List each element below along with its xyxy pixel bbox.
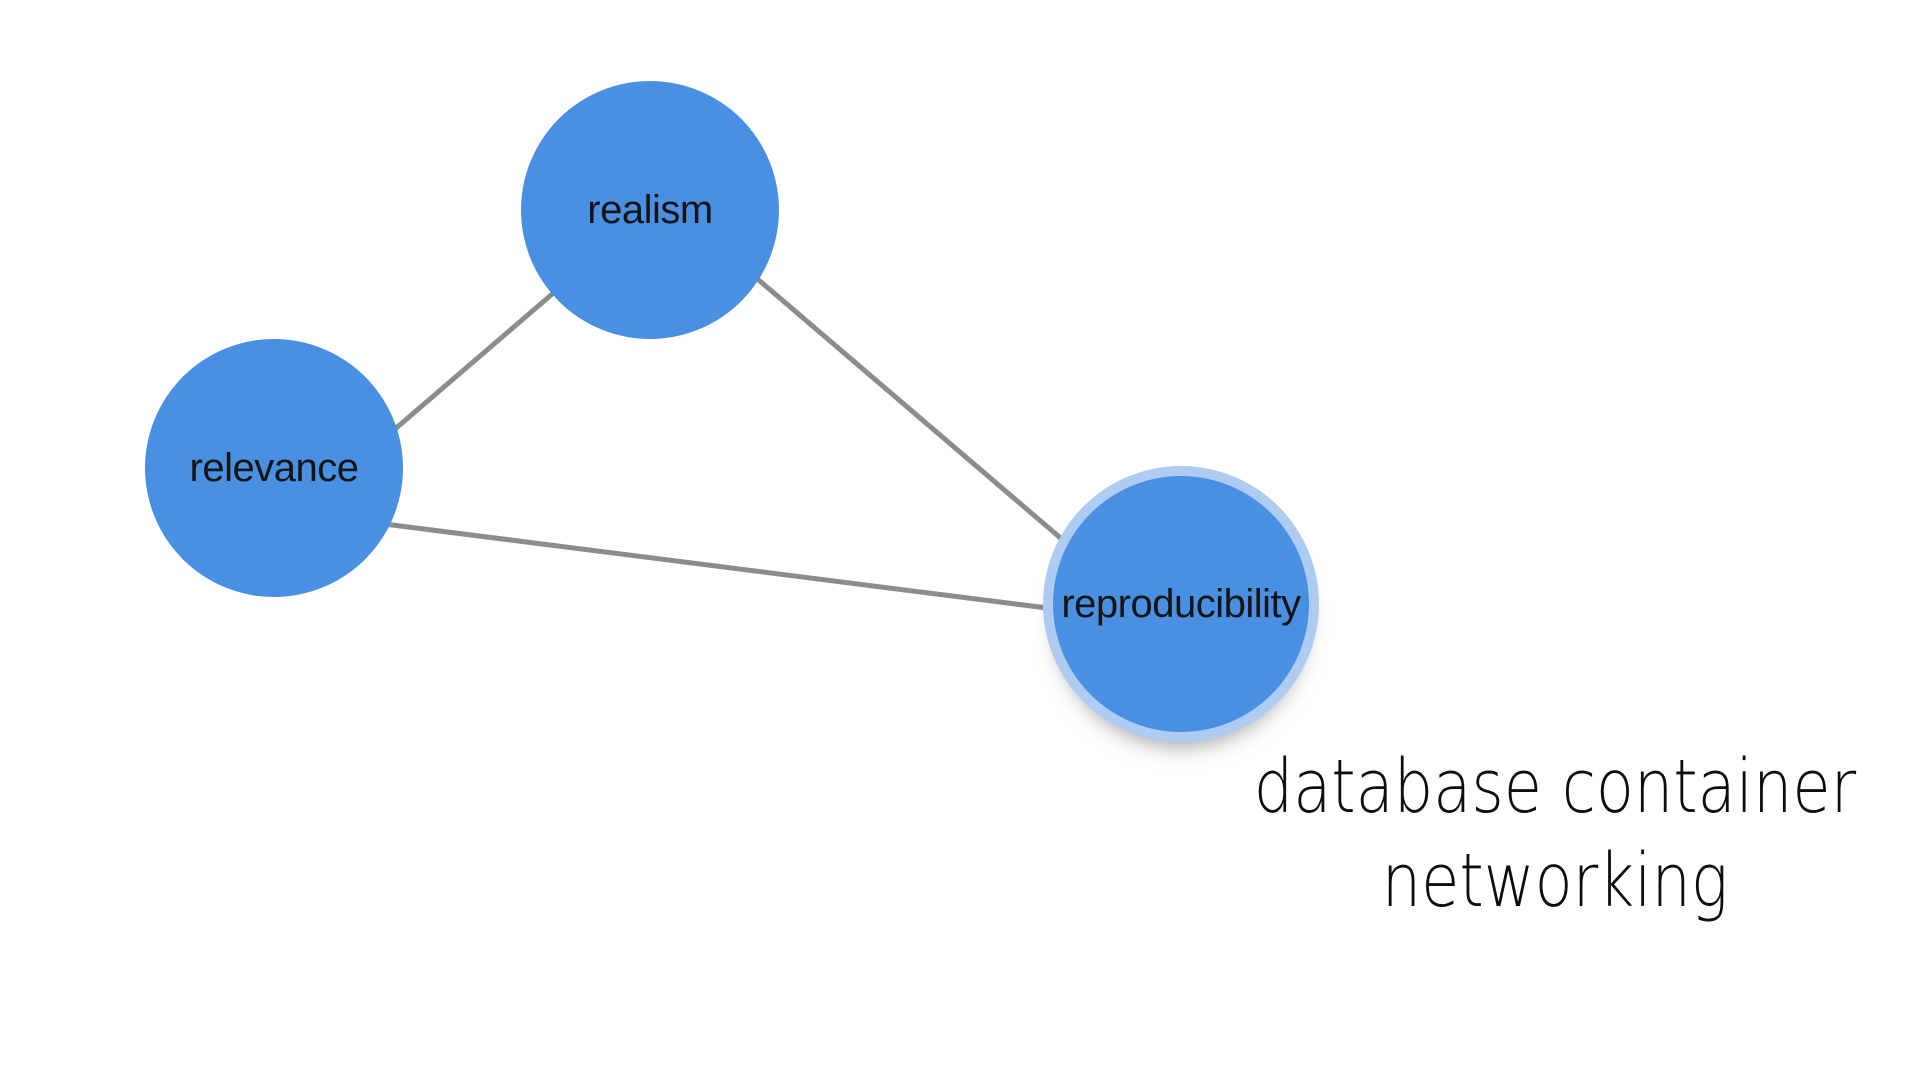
node-relevance[interactable]: relevance [145, 339, 403, 597]
caption: database container networking [1219, 740, 1891, 928]
edge-relevance-reproducibility [273, 507, 1182, 628]
node-relevance-label: relevance [189, 445, 359, 490]
caption-line-2: networking [1381, 838, 1729, 924]
node-reproducibility-label: reproducibility [1061, 581, 1301, 626]
node-realism[interactable]: realism [521, 81, 779, 339]
node-reproducibility[interactable]: reproducibility [1053, 476, 1309, 732]
node-realism-label: realism [587, 187, 713, 232]
caption-line-1: database container [1253, 744, 1857, 830]
